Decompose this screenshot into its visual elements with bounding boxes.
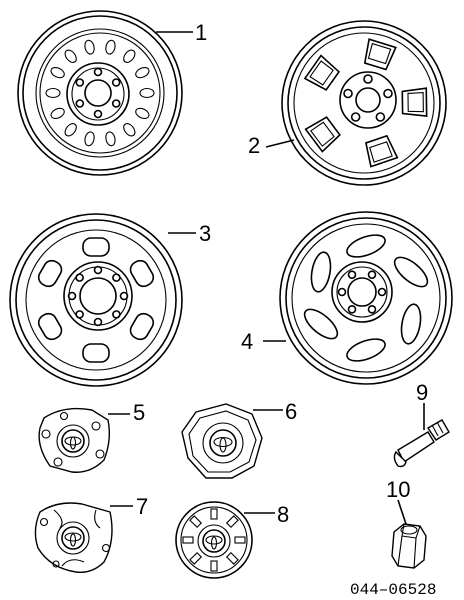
lug-stud	[111, 78, 121, 87]
spoke-window	[129, 312, 155, 341]
callout-1: 1	[195, 20, 207, 45]
vent-hole	[105, 131, 116, 147]
lug-nut-icon	[391, 523, 427, 569]
lug-stud	[347, 305, 357, 314]
lug-stud	[93, 109, 103, 119]
hub-cap-icon	[38, 407, 111, 473]
cap-slot	[225, 551, 239, 565]
spoke-window-inner	[367, 42, 392, 65]
vent-hole	[135, 107, 150, 120]
callout-10: 10	[386, 477, 410, 502]
callout-2: 2	[248, 133, 260, 158]
lug-stud	[111, 99, 121, 108]
catalog-code: 044–06528	[350, 581, 436, 599]
lug-stud	[75, 99, 85, 108]
lug-stud	[367, 270, 377, 279]
cap-slot	[225, 515, 239, 529]
lug-stud	[350, 112, 361, 122]
vent-hole	[84, 131, 95, 147]
vent-hole	[123, 123, 136, 137]
lug-stud	[383, 88, 393, 99]
lug-stud	[119, 291, 129, 301]
spoke-window	[82, 343, 110, 363]
styled-steel-wheel-icon	[9, 213, 183, 387]
vent-hole	[84, 39, 95, 55]
lug-stud	[112, 310, 121, 319]
callout-8: 8	[277, 502, 289, 527]
spoke-window	[37, 259, 63, 288]
lug-stud	[75, 78, 85, 87]
callout-9: 9	[416, 380, 428, 405]
center-cap-icon	[181, 403, 263, 479]
vent-hole	[105, 39, 116, 55]
spoke-window	[363, 38, 397, 71]
vent-hole	[64, 49, 77, 63]
callout-7: 7	[136, 494, 148, 519]
leader-line	[265, 139, 295, 148]
cap-slot	[234, 536, 246, 544]
lug-stud	[93, 265, 103, 275]
lug-stud	[93, 317, 103, 327]
spoke-window	[310, 251, 332, 293]
spoke-window	[82, 237, 110, 257]
lug-stud	[67, 291, 77, 301]
lug-stud	[337, 287, 347, 297]
spoke-window	[37, 312, 63, 341]
lug-stud	[75, 310, 84, 319]
steel-wheel-icon	[17, 10, 183, 176]
vent-hole	[50, 66, 65, 79]
callout-3: 3	[199, 221, 211, 246]
vent-hole	[123, 49, 136, 63]
lug-stud	[375, 112, 386, 122]
hub-cap-icon	[34, 502, 113, 573]
spoke-window	[129, 259, 155, 288]
cap-slot	[210, 508, 218, 520]
vent-hole	[45, 87, 61, 99]
spoke-window	[303, 54, 341, 91]
alloy-wheel-icon	[281, 20, 447, 186]
cap-slot	[210, 560, 218, 572]
spoke-window-inner	[407, 92, 424, 113]
vent-hole	[64, 123, 77, 137]
spoke-window	[304, 116, 341, 153]
spoke-window	[303, 308, 339, 340]
lug-stud	[93, 67, 103, 77]
callout-5: 5	[133, 400, 145, 425]
lug-stud	[343, 88, 353, 99]
spoke-window	[346, 234, 386, 258]
spoke-window	[393, 256, 429, 288]
spoke-window	[400, 303, 422, 345]
lug-stud	[367, 305, 377, 314]
lug-stud	[377, 287, 387, 297]
lug-stud	[75, 273, 84, 282]
lug-stud	[347, 270, 357, 279]
callout-4: 4	[241, 329, 253, 354]
callout-6: 6	[285, 399, 297, 424]
spoke-window-inner	[310, 121, 335, 147]
spoke-window	[401, 87, 428, 117]
valve-stem-icon	[393, 419, 450, 468]
leader-line	[397, 499, 407, 525]
cap-slot	[189, 515, 203, 529]
vent-hole	[135, 66, 150, 79]
spoke-window-inner	[369, 141, 393, 163]
spoke-window	[346, 338, 386, 362]
spoke-window-inner	[309, 60, 334, 86]
lug-stud	[112, 273, 121, 282]
spoke-window	[365, 134, 399, 168]
cap-slot	[182, 536, 194, 544]
vent-hole	[139, 87, 155, 99]
spoke-alloy-wheel-icon	[279, 211, 453, 385]
vent-hole	[50, 107, 65, 120]
ornament-cap-icon	[175, 501, 253, 579]
cap-slot	[189, 551, 203, 565]
lug-stud	[363, 74, 373, 84]
